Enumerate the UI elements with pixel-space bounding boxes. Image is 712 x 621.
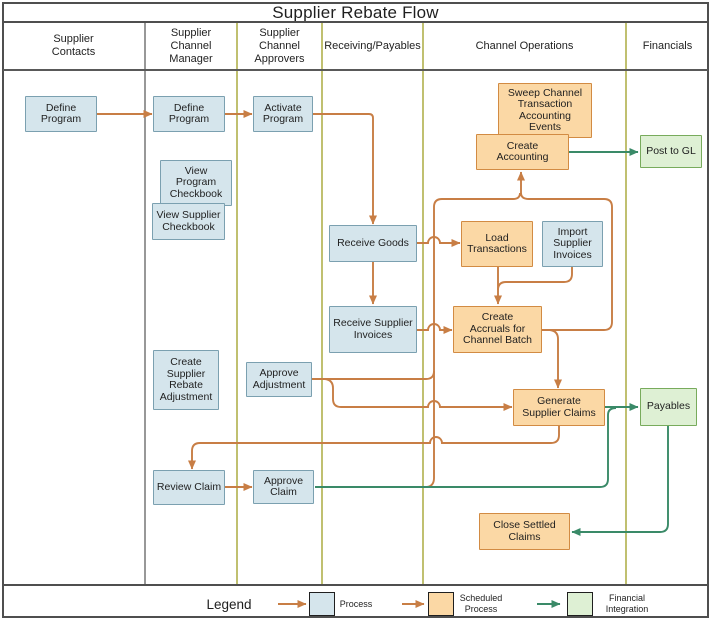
receive-supplier-invoices: Receive Supplier Invoices — [329, 306, 417, 353]
payables: Payables — [640, 388, 697, 426]
legend-swatch-scheduled — [428, 592, 454, 616]
view-program-checkbook: View Program Checkbook — [160, 160, 232, 206]
generate-supplier-claims: Generate Supplier Claims — [513, 389, 605, 426]
legend-label-scheduled: Scheduled Process — [459, 593, 503, 614]
review-claim: Review Claim — [153, 470, 225, 505]
lane-header-6: Financials — [642, 39, 693, 52]
legend-swatch-financial — [567, 592, 593, 616]
load-transactions: Load Transactions — [461, 221, 533, 267]
define-program-manager: Define Program — [153, 96, 225, 132]
create-accounting: Create Accounting — [476, 134, 569, 170]
create-accruals-for-channel-batch: Create Accruals for Channel Batch — [453, 306, 542, 353]
lane-header-2: Supplier Channel Manager — [169, 26, 213, 65]
lane-header-4: Receiving/Payables — [324, 39, 421, 52]
title-bar: Supplier Rebate Flow — [2, 2, 709, 23]
lane-header-5: Channel Operations — [475, 39, 574, 52]
define-program-contacts: Define Program — [25, 96, 97, 132]
legend-swatch-process — [309, 592, 335, 616]
create-supplier-rebate-adjustment: Create Supplier Rebate Adjustment — [153, 350, 219, 410]
lane-header-3: Supplier Channel Approvers — [254, 26, 305, 65]
approve-claim: Approve Claim — [253, 470, 314, 504]
page-title: Supplier Rebate Flow — [272, 2, 439, 22]
lane-header-1: Supplier Contacts — [51, 33, 96, 58]
receive-goods: Receive Goods — [329, 225, 417, 262]
activate-program: Activate Program — [253, 96, 313, 132]
approve-adjustment: Approve Adjustment — [246, 362, 312, 397]
view-supplier-checkbook: View Supplier Checkbook — [152, 203, 225, 240]
legend-title: Legend — [206, 596, 252, 612]
close-settled-claims: Close Settled Claims — [479, 513, 570, 550]
diagram-frame — [2, 21, 709, 586]
import-supplier-invoices: Import Supplier Invoices — [542, 221, 603, 267]
legend-label-financial: Financial Integration — [605, 593, 649, 614]
sweep-channel-transaction-accounting-events: Sweep Channel Transaction Accounting Eve… — [498, 83, 592, 138]
legend-label-process: Process — [339, 598, 373, 609]
post-to-gl: Post to GL — [640, 135, 702, 168]
